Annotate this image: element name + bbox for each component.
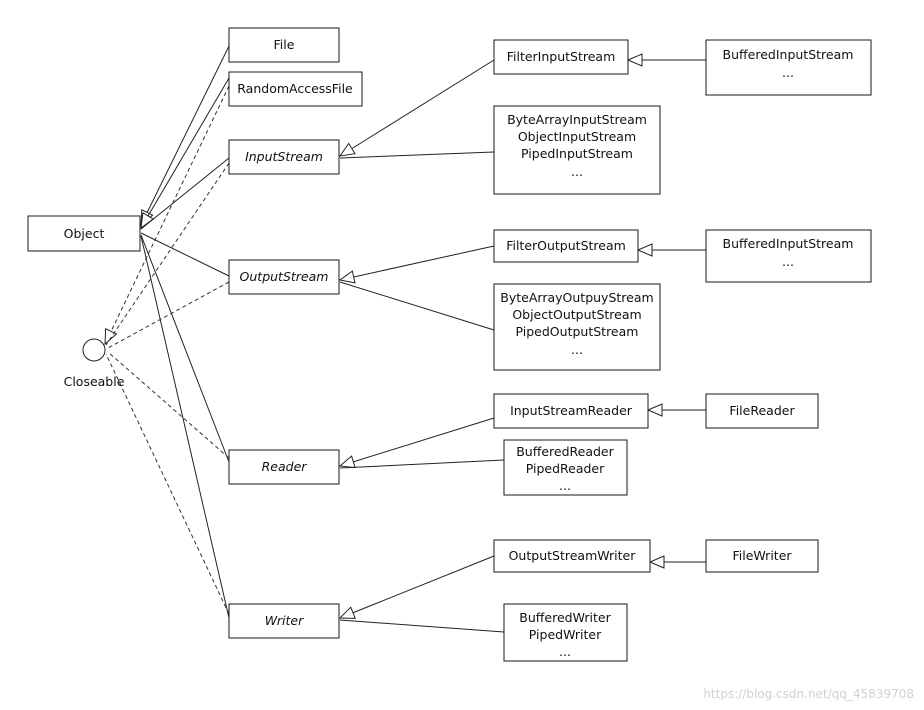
object-label: Object xyxy=(64,226,105,241)
outputstream-class[interactable]: OutputStream xyxy=(228,259,340,295)
edge-randomaccessfile-closeable xyxy=(105,85,230,344)
bufferedreader-label: BufferedReader xyxy=(516,444,614,459)
edge-bytearrayoutput-outputstream xyxy=(339,281,495,331)
interface-circle-icon xyxy=(82,338,106,362)
reader-class[interactable]: Reader xyxy=(228,449,340,485)
filewriter-label: FileWriter xyxy=(732,548,792,563)
realization-edges-closeable xyxy=(105,85,230,615)
edge-writer-closeable xyxy=(105,353,230,615)
edge-writer-object xyxy=(140,235,230,619)
filteroutputstream-label: FilterOutputStream xyxy=(506,238,626,253)
filereader-label: FileReader xyxy=(729,403,795,418)
reader-label: Reader xyxy=(262,459,308,474)
filewriter-class[interactable]: FileWriter xyxy=(705,539,819,573)
edge-filteroutputstream-outputstream xyxy=(340,245,495,280)
edge-outputstreamwriter-writer xyxy=(340,555,495,618)
filereader-class[interactable]: FileReader xyxy=(705,393,819,429)
bufferedinputstream-2-label: BufferedInputStream xyxy=(723,236,854,251)
edge-randomaccessfile-object xyxy=(141,77,230,228)
writer-label: Writer xyxy=(265,613,304,628)
edge-filterinputstream-inputstream xyxy=(340,59,495,156)
writer-subclasses-ellipsis: ... xyxy=(559,644,571,659)
outputstream-label: OutputStream xyxy=(240,269,329,284)
reader-subclasses-ellipsis: ... xyxy=(559,478,571,493)
writer-class[interactable]: Writer xyxy=(228,603,340,639)
outputstream-subclasses[interactable]: ByteArrayOutpuyStream ObjectOutputStream… xyxy=(493,283,661,371)
inputstream-class[interactable]: InputStream xyxy=(228,139,340,175)
edge-inputstream-object xyxy=(140,157,230,230)
objectinputstream-label: ObjectInputStream xyxy=(518,129,636,144)
edge-file-object xyxy=(141,45,230,225)
inputstreamreader-label: InputStreamReader xyxy=(510,403,633,418)
writer-subclasses[interactable]: BufferedWriter PipedWriter ... xyxy=(503,603,628,662)
pipedreader-label: PipedReader xyxy=(526,461,605,476)
randomaccessfile-class[interactable]: RandomAccessFile xyxy=(228,71,363,107)
filterinputstream-label: FilterInputStream xyxy=(507,49,616,64)
bufferedinputstream-1-label: BufferedInputStream xyxy=(723,47,854,62)
inheritance-edges-streams xyxy=(339,59,706,633)
outputstreamwriter-label: OutputStreamWriter xyxy=(509,548,637,563)
bufferedinputstream-2-ellipsis: ... xyxy=(782,254,794,269)
file-class[interactable]: File xyxy=(228,27,340,63)
edge-bufferedreader-reader xyxy=(339,459,505,469)
edge-reader-closeable xyxy=(107,351,230,459)
objectoutputstream-label: ObjectOutputStream xyxy=(512,307,641,322)
edge-outputstream-closeable xyxy=(107,281,230,349)
edge-inputstream-closeable xyxy=(105,162,230,346)
randomaccessfile-label: RandomAccessFile xyxy=(237,81,353,96)
pipedwriter-label: PipedWriter xyxy=(529,627,602,642)
edge-inputstreamreader-reader xyxy=(340,417,495,466)
file-label: File xyxy=(274,37,295,52)
reader-subclasses[interactable]: BufferedReader PipedReader ... xyxy=(503,439,628,496)
closeable-interface[interactable]: Closeable xyxy=(64,338,125,389)
inputstream-subclasses-ellipsis: ... xyxy=(571,164,583,179)
bytearrayoutputstream-label: ByteArrayOutpuyStream xyxy=(500,290,653,305)
filterinputstream-class[interactable]: FilterInputStream xyxy=(493,39,629,75)
edge-bytearrayinput-inputstream xyxy=(339,151,495,159)
edge-outputstream-object xyxy=(140,232,230,277)
edge-reader-object xyxy=(140,234,230,463)
bufferedinputstream-class-2[interactable]: BufferedInputStream ... xyxy=(705,229,872,283)
pipedoutputstream-label: PipedOutputStream xyxy=(516,324,639,339)
filteroutputstream-class[interactable]: FilterOutputStream xyxy=(493,229,639,263)
outputstream-subclasses-ellipsis: ... xyxy=(571,342,583,357)
bytearrayinputstream-label: ByteArrayInputStream xyxy=(507,112,647,127)
outputstreamwriter-class[interactable]: OutputStreamWriter xyxy=(493,539,651,573)
watermark-text: https://blog.csdn.net/qq_45839708 xyxy=(703,687,914,701)
edge-bufferedwriter-writer xyxy=(339,619,505,633)
object-class[interactable]: Object xyxy=(27,215,141,252)
inheritance-edges-object xyxy=(140,45,230,619)
inputstreamreader-class[interactable]: InputStreamReader xyxy=(493,393,649,429)
inputstream-subclasses[interactable]: ByteArrayInputStream ObjectInputStream P… xyxy=(493,105,661,195)
bufferedinputstream-class-1[interactable]: BufferedInputStream ... xyxy=(705,39,872,96)
inputstream-label: InputStream xyxy=(245,149,323,164)
bufferedwriter-label: BufferedWriter xyxy=(519,610,611,625)
bufferedinputstream-1-ellipsis: ... xyxy=(782,65,794,80)
closeable-label: Closeable xyxy=(64,374,125,389)
pipedinputstream-label: PipedInputStream xyxy=(521,146,633,161)
